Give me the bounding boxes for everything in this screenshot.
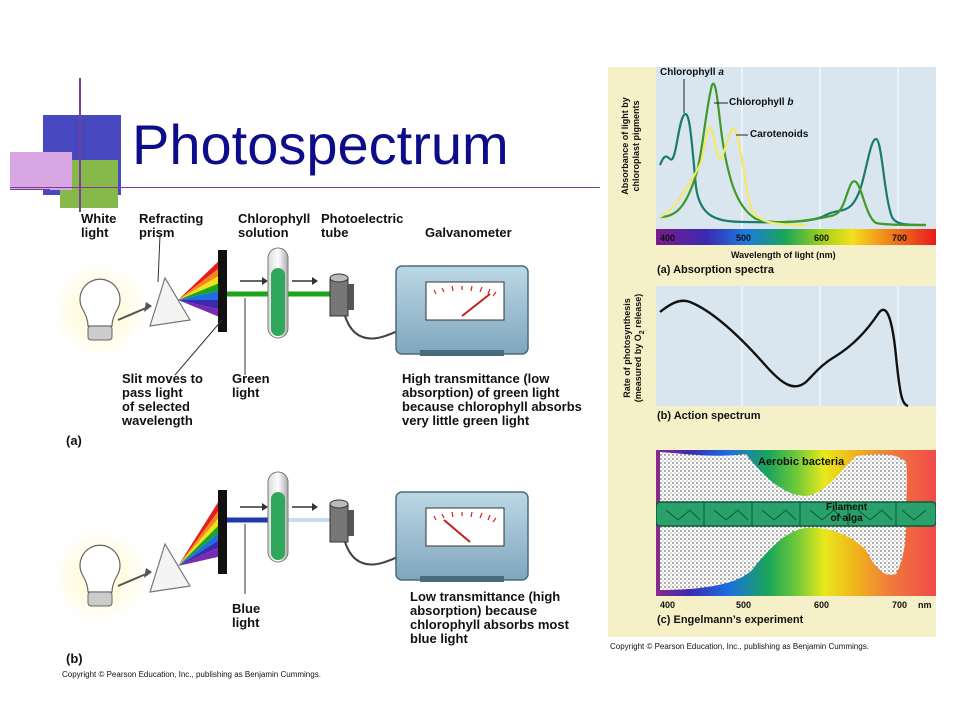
absorption-chart: 400 500 600 700 bbox=[656, 67, 936, 245]
photoelectric-tube-icon bbox=[329, 273, 354, 317]
label-green-light: Green light bbox=[232, 371, 270, 400]
slit-plate bbox=[218, 490, 227, 574]
bacteria-bottom bbox=[660, 522, 906, 590]
label-chlorophyll-b: Chlorophyll b bbox=[729, 97, 794, 108]
label-white-light: White light bbox=[81, 211, 117, 240]
engelmann-tick-500: 500 bbox=[736, 600, 752, 610]
copyright-left: Copyright © Pearson Education, Inc., pub… bbox=[62, 670, 321, 679]
pointer-prism bbox=[157, 234, 161, 283]
bacteria-top bbox=[660, 452, 907, 506]
tick-500: 500 bbox=[736, 233, 751, 243]
arrow-light bbox=[117, 307, 147, 321]
prism-icon bbox=[149, 276, 191, 327]
decor-line-horizontal bbox=[10, 187, 600, 188]
caption-b: Low transmittance (high absorption) beca… bbox=[410, 589, 569, 646]
caption-a: High transmittance (low absorption) of g… bbox=[402, 371, 582, 428]
setup-b bbox=[52, 471, 529, 624]
action-caption: (b) Action spectrum bbox=[657, 410, 761, 422]
engelmann-tick-600: 600 bbox=[814, 600, 830, 610]
label-blue-light: Blue light bbox=[232, 601, 261, 630]
arrow-light bbox=[117, 573, 147, 587]
label-prism: Refracting prism bbox=[139, 211, 204, 240]
spectrum-fan bbox=[178, 496, 222, 566]
alga-filament bbox=[656, 501, 936, 527]
test-tube-icon bbox=[267, 471, 289, 563]
curve-carotenoids bbox=[659, 125, 807, 227]
engelmann-tick-400: 400 bbox=[660, 600, 676, 610]
tick-400: 400 bbox=[660, 233, 675, 243]
spectrum-fan bbox=[178, 258, 222, 318]
label-carotenoids: Carotenoids bbox=[750, 129, 809, 140]
tag-b: (b) bbox=[66, 651, 83, 666]
action-curve bbox=[659, 299, 909, 408]
label-slit: Slit moves to pass light of selected wav… bbox=[122, 371, 203, 428]
galvanometer-icon bbox=[395, 265, 529, 356]
engelmann-figure: 400 bbox=[656, 450, 936, 596]
needle bbox=[461, 293, 491, 317]
tag-a: (a) bbox=[66, 433, 82, 448]
bulb-icon bbox=[79, 544, 121, 607]
needle bbox=[443, 519, 471, 543]
engelmann-caption: (c) Engelmann’s experiment bbox=[657, 614, 804, 626]
bulb-icon bbox=[79, 278, 121, 341]
pointer-lines bbox=[683, 79, 748, 136]
engelmann-unit: nm bbox=[918, 600, 932, 610]
action-ylabel: Rate of photosynthesis (measured by O2 r… bbox=[622, 293, 646, 403]
tick-600: 600 bbox=[814, 233, 829, 243]
label-galvanometer: Galvanometer bbox=[425, 225, 512, 240]
photoelectric-tube-icon bbox=[329, 499, 354, 543]
label-chlorophyll-a: Chlorophyll a bbox=[660, 67, 724, 78]
decor-line-horizontal-2 bbox=[10, 189, 50, 190]
engelmann-tick-700: 700 bbox=[892, 600, 908, 610]
pointer-slit bbox=[174, 319, 223, 376]
setup-a bbox=[52, 234, 529, 376]
action-spectrum-chart bbox=[656, 286, 936, 408]
slide-title: Photospectrum bbox=[132, 113, 509, 176]
label-chlorophyll-solution: Chlorophyll solution bbox=[238, 211, 311, 240]
label-photoelectric-tube: Photoelectric tube bbox=[321, 211, 404, 240]
decor-square-pink bbox=[10, 152, 72, 190]
wavelength-bar bbox=[656, 229, 936, 245]
slit-plate bbox=[218, 250, 227, 332]
galvanometer-icon bbox=[395, 491, 529, 582]
absorption-caption: (a) Absorption spectra bbox=[657, 264, 774, 276]
absorption-ylabel: Absorbance of light by chloroplast pigme… bbox=[620, 97, 641, 195]
absorption-xlabel: Wavelength of light (nm) bbox=[731, 250, 836, 260]
experiment-diagram bbox=[52, 234, 529, 624]
label-aerobic-bacteria: Aerobic bacteria bbox=[758, 456, 845, 468]
test-tube-icon bbox=[267, 247, 289, 339]
prism-icon bbox=[149, 542, 191, 593]
tick-700: 700 bbox=[892, 233, 907, 243]
decor-line-vertical bbox=[79, 78, 81, 212]
copyright-right: Copyright © Pearson Education, Inc., pub… bbox=[610, 642, 869, 651]
